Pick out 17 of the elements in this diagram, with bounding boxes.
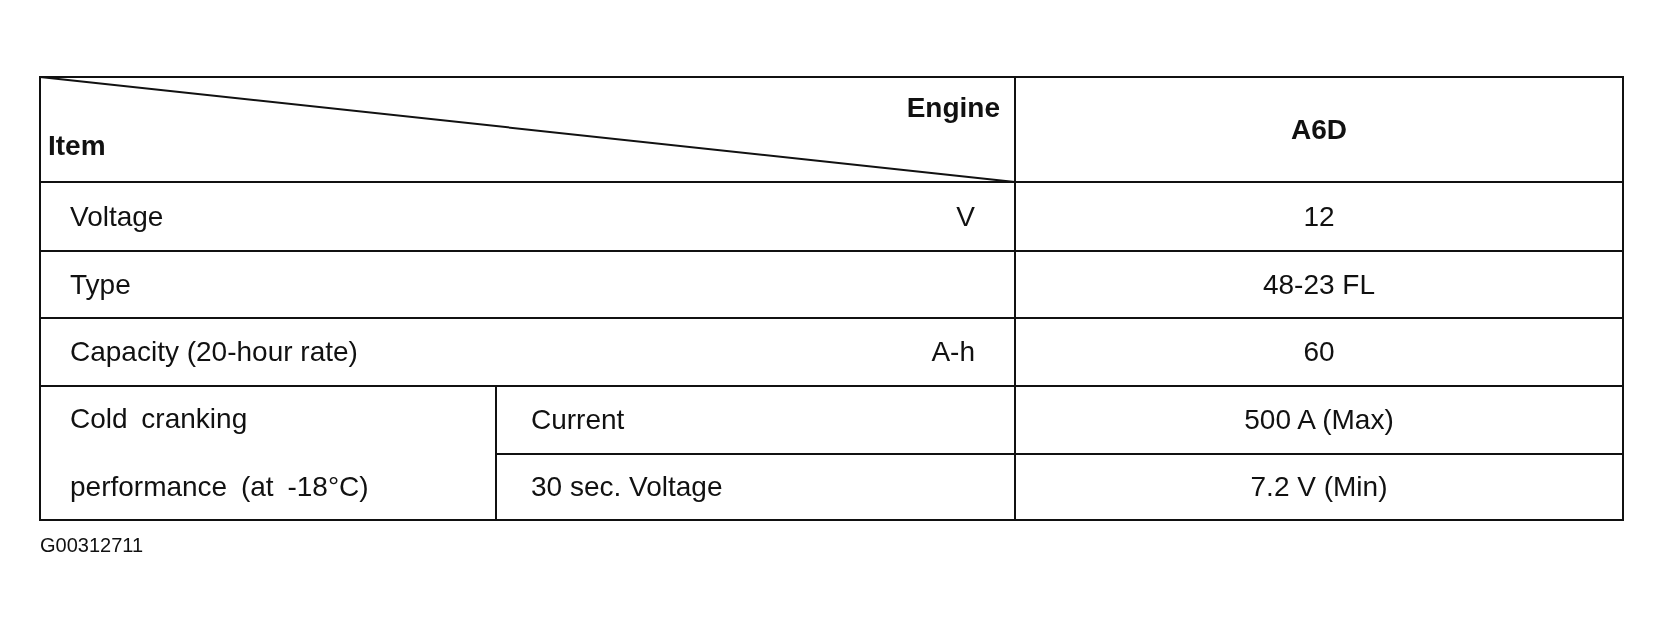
table-text: Current bbox=[531, 403, 626, 437]
table-text: A-h bbox=[930, 335, 975, 369]
table-text: 48-23 FL bbox=[1261, 267, 1377, 302]
header-text: Engine bbox=[905, 91, 1000, 125]
table-text: Capacity (20-hour rate) bbox=[70, 335, 359, 369]
figure-code: G00312711 bbox=[40, 532, 145, 558]
table-text: Voltage bbox=[70, 199, 165, 234]
table-text: 500 A (Max) bbox=[1243, 403, 1395, 437]
header-text: Item bbox=[48, 129, 107, 163]
table-text: 30 sec. Voltage bbox=[531, 470, 724, 504]
table-text: Type bbox=[70, 267, 132, 302]
table-text: 12 bbox=[1302, 199, 1336, 234]
table-text: 7.2 V (Min) bbox=[1249, 470, 1389, 504]
table-text: Cold cranking performance (at -18°C) bbox=[70, 402, 370, 504]
header-text: A6D bbox=[1290, 112, 1348, 147]
table-text: 60 bbox=[1302, 335, 1336, 369]
table-text: V bbox=[955, 199, 975, 234]
